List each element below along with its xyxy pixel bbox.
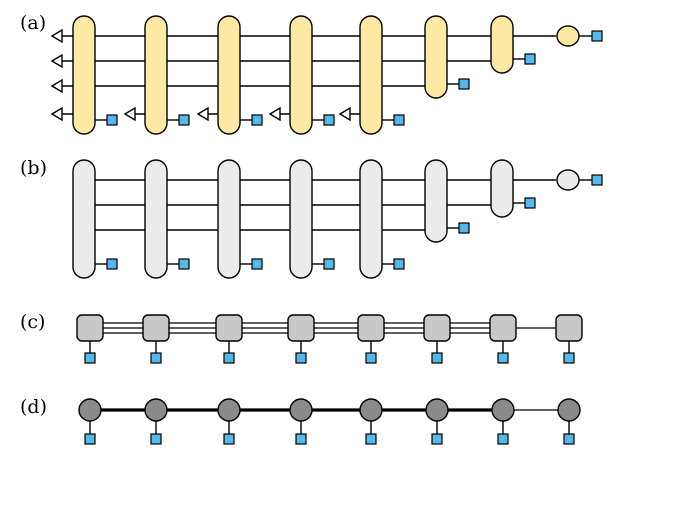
panel-a-open-triangle-arrow-icon [268,106,281,122]
panel-b-tensor-4 [289,159,313,279]
panel-c-tensor-8 [555,314,583,342]
panel-b-tensor-3 [217,159,241,279]
panel-a-tensor-2 [144,15,168,135]
panel-b-blue-square-icon [106,258,118,270]
panel-d-tensor-8 [557,398,581,422]
panel-c-blue-square-icon [497,352,509,364]
panel-a-open-triangle-arrow-icon [50,78,63,94]
panel-a-tensor-8 [556,25,580,47]
panel-b-tensor-5 [359,159,383,279]
panel-c-blue-square-icon [431,352,443,364]
panel-b-blue-square-icon [524,197,536,209]
panel-a-open-triangle-arrow-icon [196,106,209,122]
panel-a-tensor-3 [217,15,241,135]
panel-b-blue-square-icon [251,258,263,270]
panel-b-tensor-1 [72,159,96,279]
panel-label-c: (c) [20,311,46,333]
panel-d-tensor-7 [491,398,515,422]
panel-a-open-triangle-arrow-icon [50,53,63,69]
panel-c-tensor-5 [357,314,385,342]
panel-a-blue-square-icon [591,30,603,42]
panel-d-blue-square-icon [223,433,235,445]
panel-a-blue-square-icon [524,53,536,65]
panel-d-tensor-1 [78,398,102,422]
panel-d-tensor-2 [144,398,168,422]
panel-b-blue-square-icon [591,174,603,186]
panel-b-tensor-7 [490,159,514,218]
panel-d-blue-square-icon [431,433,443,445]
panel-b-tensor-6 [424,159,448,243]
panel-b-blue-square-icon [393,258,405,270]
panel-c-blue-square-icon [365,352,377,364]
panel-a-blue-square-icon [106,114,118,126]
panel-d-blue-square-icon [563,433,575,445]
panel-c-blue-square-icon [563,352,575,364]
panel-d-tensor-6 [425,398,449,422]
panel-d-blue-square-icon [150,433,162,445]
panel-c-tensor-7 [489,314,517,342]
panel-b-blue-square-icon [323,258,335,270]
panel-d-tensor-5 [359,398,383,422]
panel-a-open-triangle-arrow-icon [123,106,136,122]
panel-a-blue-square-icon [323,114,335,126]
panel-a-tensor-1 [72,15,96,135]
panel-b-tensor-8 [556,169,580,191]
panel-a-open-triangle-arrow-icon [50,106,63,122]
panel-d-blue-square-icon [497,433,509,445]
panel-label-a: (a) [20,12,47,34]
panel-b-blue-square-icon [458,222,470,234]
panel-d-blue-square-icon [295,433,307,445]
panel-c-tensor-3 [215,314,243,342]
panel-a-tensor-4 [289,15,313,135]
panel-a-tensor-6 [424,15,448,99]
panel-d-blue-square-icon [84,433,96,445]
panel-c-blue-square-icon [295,352,307,364]
panel-a-blue-square-icon [251,114,263,126]
panel-a-tensor-7 [490,15,514,74]
panel-d-blue-square-icon [365,433,377,445]
panel-c-tensor-4 [287,314,315,342]
panel-a-open-triangle-arrow-icon [338,106,351,122]
panel-a-blue-square-icon [458,78,470,90]
panel-d-tensor-4 [289,398,313,422]
panel-a-tensor-5 [359,15,383,135]
panel-c-blue-square-icon [150,352,162,364]
panel-d-tensor-3 [217,398,241,422]
panel-a-open-triangle-arrow-icon [50,28,63,44]
panel-b-blue-square-icon [178,258,190,270]
panel-c-blue-square-icon [84,352,96,364]
panel-label-d: (d) [20,396,47,418]
panel-c-tensor-2 [142,314,170,342]
panel-a-blue-square-icon [393,114,405,126]
panel-c-tensor-1 [76,314,104,342]
panel-b-tensor-2 [144,159,168,279]
panel-label-b: (b) [20,157,47,179]
panel-a-blue-square-icon [178,114,190,126]
panel-c-tensor-6 [423,314,451,342]
panel-c-blue-square-icon [223,352,235,364]
